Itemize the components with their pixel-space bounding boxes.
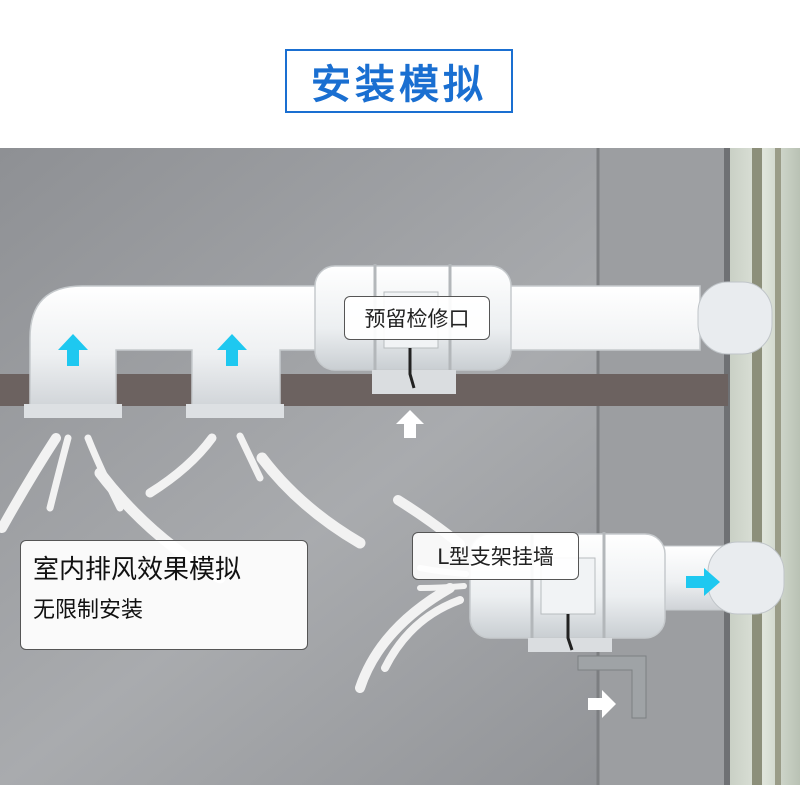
- installation-scene: [0, 148, 800, 785]
- window-frame: [724, 148, 730, 785]
- wall-panel-right: [598, 148, 728, 785]
- airflow-streak: [145, 433, 217, 498]
- tree-trunk-icon: [752, 148, 762, 785]
- info-panel-subtitle: 无限制安装: [33, 598, 144, 623]
- info-panel-title: 室内排风效果模拟: [33, 555, 242, 585]
- airflow-streak: [355, 583, 455, 693]
- upper-fan-cable: [408, 348, 416, 389]
- airflow-streak: [256, 452, 366, 549]
- airflow-streak: [0, 433, 61, 533]
- airflow-streak: [236, 432, 264, 482]
- airflow-right-arrow-icon: [686, 568, 720, 596]
- airflow-up-arrow-icon: [217, 334, 247, 366]
- upper-fan-mount: [372, 370, 456, 394]
- upper-vent-cap: [697, 281, 773, 355]
- l-bracket-label: L型支架挂墙: [412, 532, 579, 580]
- info-panel: 室内排风效果模拟 无限制安装: [20, 540, 308, 650]
- title-box: 安装模拟: [285, 49, 513, 113]
- page-title: 安装模拟: [311, 62, 487, 108]
- pointer-up-arrow-icon: [396, 410, 424, 438]
- airflow-up-arrow-icon: [58, 334, 88, 366]
- ceiling-slab: [0, 374, 728, 406]
- inspection-port-label: 预留检修口: [344, 296, 490, 340]
- lower-vent-cap: [707, 541, 785, 615]
- tree-trunk-2: [775, 148, 781, 785]
- airflow-streak: [381, 596, 464, 672]
- lower-fan-cable: [566, 614, 574, 651]
- inlet-collar-left: [24, 404, 122, 418]
- inlet-collar-right: [186, 404, 284, 418]
- pointer-right-arrow-icon: [588, 690, 616, 718]
- airflow-streak: [46, 434, 72, 512]
- window-view: [728, 148, 800, 785]
- l-bracket: [577, 655, 647, 719]
